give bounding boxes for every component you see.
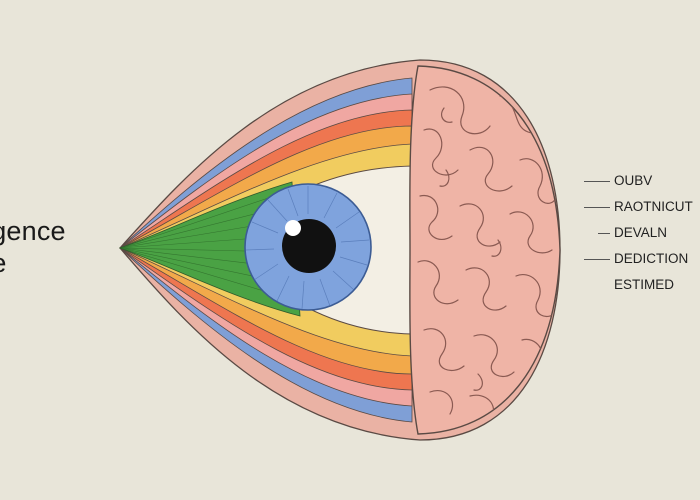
label-text: DEVALN xyxy=(614,225,668,240)
label-list: OUBV RAOTNICUT DEVALN DEDICTION ESTIMED xyxy=(584,168,693,298)
label-leader-line xyxy=(584,180,610,182)
brain xyxy=(409,65,561,435)
iris-striations xyxy=(245,186,370,310)
label-item-3: DEVALN xyxy=(584,220,693,246)
label-text: RAOTNICUT xyxy=(614,199,693,214)
label-leader-line xyxy=(584,206,610,208)
title-line-2: gle xyxy=(0,248,7,279)
title-line-1: rgence xyxy=(0,216,66,246)
label-leader-line xyxy=(598,232,610,234)
label-text: OUBV xyxy=(614,173,653,188)
label-item-1: OUBV xyxy=(584,168,693,194)
pupil-highlight xyxy=(285,220,301,236)
label-item-4: DEDICTION xyxy=(584,246,693,272)
label-text: ESTIMED xyxy=(614,277,675,292)
brain-gyri xyxy=(417,86,557,419)
label-leader-line xyxy=(584,258,610,260)
label-item-2: RAOTNICUT xyxy=(584,194,693,220)
label-text: DEDICTION xyxy=(614,251,689,266)
label-item-5: ESTIMED xyxy=(584,272,693,298)
